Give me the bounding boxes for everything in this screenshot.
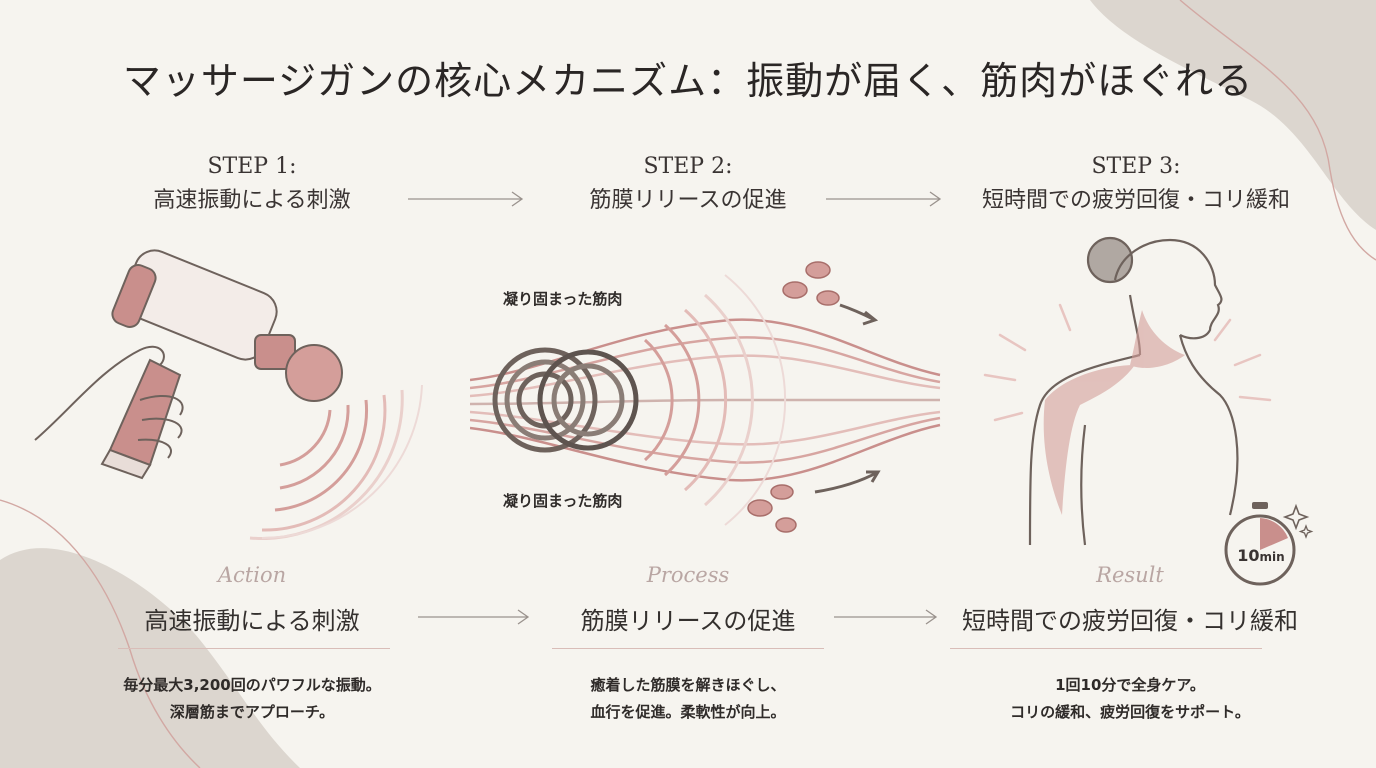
vibration-wave-icons <box>644 274 787 526</box>
step-3-heading: 短時間での疲労回復・コリ緩和 <box>962 607 1298 635</box>
step-3-label: STEP 3: <box>1091 154 1181 179</box>
hand-icon <box>34 345 184 459</box>
glow-rays <box>983 303 1272 422</box>
sparkle-icon <box>1298 524 1314 539</box>
step-3-desc-line-2: コリの緩和、疲労回復をサポート。 <box>1010 703 1250 721</box>
sparkle-icon <box>1282 503 1310 531</box>
step-1-desc-line-1: 毎分最大3,200回のパワフルな振動。 <box>123 676 381 694</box>
top-right-blob <box>1090 0 1376 230</box>
step-3-header: STEP 3: 短時間での疲労回復・コリ緩和 <box>946 150 1326 218</box>
blood-cell-icons <box>747 261 840 533</box>
step-2-desc-line-1: 癒着した筋膜を解きほぐし、 <box>590 676 786 694</box>
vibration-wave-icons <box>249 384 423 540</box>
step-2-desc-line-2: 血行を促進。柔軟性が向上。 <box>590 703 786 721</box>
step-2-name: 筋膜リリースの促進 <box>589 188 787 213</box>
step-1-divider <box>118 648 390 649</box>
muscle-label-bottom: 凝り固まった筋肉 <box>503 492 623 510</box>
step-3-desc-line-1: 1回10分で全身ケア。 <box>1055 676 1205 694</box>
step-2-label: STEP 2: <box>643 154 733 179</box>
arrow-right-icon <box>418 609 530 625</box>
arrow-right-icon <box>408 191 524 207</box>
step-1-label: STEP 1: <box>207 154 297 179</box>
step-2-header: STEP 2: 筋膜リリースの促進 <box>498 150 878 218</box>
step-3-description: 1回10分で全身ケア。 コリの緩和、疲労回復をサポート。 <box>940 672 1320 726</box>
step-1-caption: Action <box>217 563 287 587</box>
bottom-left-blob <box>0 548 300 768</box>
top-right-line <box>1179 0 1376 261</box>
page-title: マッサージガンの核心メカニズム：振動が届く、筋肉がほぐれる <box>122 59 1254 103</box>
step-2-heading: 筋膜リリースの促進 <box>580 607 796 635</box>
knot-icon <box>492 347 639 453</box>
step-3-caption: Result <box>1096 563 1164 587</box>
step-2-description: 癒着した筋膜を解きほぐし、 血行を促進。柔軟性が向上。 <box>498 672 878 726</box>
timer-value: 10 <box>1237 546 1260 565</box>
step-1-header: STEP 1: 高速振動による刺激 <box>62 150 442 218</box>
shoulder-muscle-highlight <box>1043 310 1185 515</box>
timer-unit: min <box>1259 550 1285 564</box>
muscle-label-top: 凝り固まった筋肉 <box>503 290 623 308</box>
massage-gun-icon <box>100 249 343 480</box>
massage-gun-illustration <box>34 249 423 540</box>
muscle-fibers <box>470 318 941 482</box>
arrow-right-icon <box>834 609 938 625</box>
muscle-release-illustration <box>470 261 941 533</box>
step-2-divider <box>552 648 824 649</box>
bottom-left-line <box>0 499 201 768</box>
arrow-right-icon <box>826 191 942 207</box>
timer-icon <box>1224 502 1314 586</box>
flow-arrow-icons <box>814 303 881 494</box>
step-2-caption: Process <box>646 563 730 587</box>
woman-icon <box>1028 236 1239 546</box>
step-1-description: 毎分最大3,200回のパワフルな振動。 深層筋までアプローチ。 <box>62 672 442 726</box>
step-1-desc-line-2: 深層筋までアプローチ。 <box>169 703 335 721</box>
step-1-name: 高速振動による刺激 <box>153 188 351 213</box>
relaxed-woman-illustration <box>983 236 1272 546</box>
step-3-divider <box>950 648 1262 649</box>
timer-label: 10min <box>1232 546 1290 565</box>
step-3-name: 短時間での疲労回復・コリ緩和 <box>981 188 1290 213</box>
step-1-heading: 高速振動による刺激 <box>144 607 360 635</box>
